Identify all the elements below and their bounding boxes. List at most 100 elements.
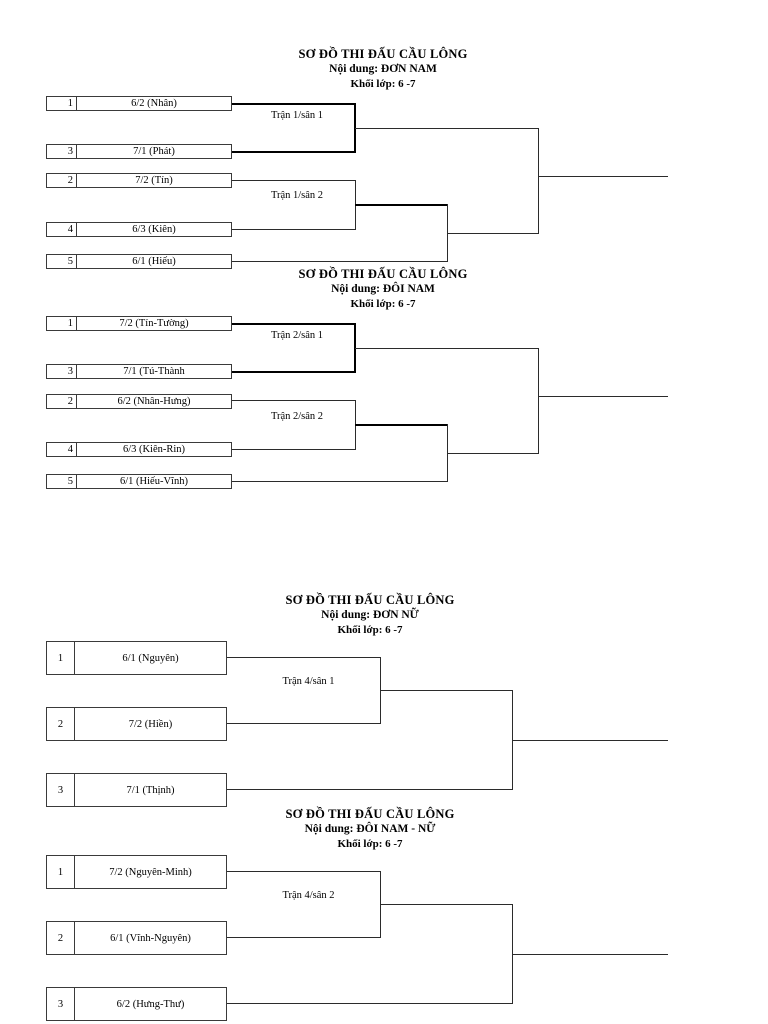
bracket-2-heading: SƠ ĐỒ THI ĐẤU CẦU LÔNG bbox=[298, 267, 468, 281]
bracket-1-grade: Khối lớp: 6 -7 bbox=[350, 78, 416, 91]
slot-seed: 3 bbox=[47, 365, 77, 378]
slot-b2-s2[interactable]: 3 7/1 (Tú-Thành bbox=[46, 364, 232, 379]
slot-seed: 1 bbox=[47, 856, 75, 888]
connector-b1-final-bottom bbox=[447, 233, 539, 234]
bracket-1-title-block: SƠ ĐỒ THI ĐẤU CẦU LÔNG Nội dung: ĐƠN NAM… bbox=[173, 46, 593, 91]
slot-name: 6/1 (Nguyên) bbox=[122, 652, 179, 664]
connector-b4-m1-top bbox=[227, 871, 381, 872]
bracket-2-event: Nội dung: ĐÔI NAM bbox=[331, 283, 435, 296]
slot-b4-s3[interactable]: 3 6/2 (Hưng-Thư) bbox=[46, 987, 227, 1021]
slot-name: 6/1 (Hiếu) bbox=[132, 256, 176, 267]
slot-seed: 2 bbox=[47, 708, 75, 740]
slot-name: 6/2 (Hưng-Thư) bbox=[116, 998, 185, 1010]
slot-name: 7/2 (Hiền) bbox=[128, 718, 173, 730]
connector-b4-m1-bottom bbox=[227, 937, 381, 938]
connector-b4-final-top bbox=[380, 904, 513, 905]
slot-b2-s4[interactable]: 4 6/3 (Kiên-Rin) bbox=[46, 442, 232, 457]
slot-b3-s1[interactable]: 1 6/1 (Nguyên) bbox=[46, 641, 227, 675]
bracket-4-event: Nội dung: ĐÔI NAM - NỮ bbox=[304, 823, 436, 836]
slot-name: 6/3 (Kiên) bbox=[132, 224, 176, 235]
connector-b1-m1-top bbox=[232, 103, 356, 105]
bracket-2-grade: Khối lớp: 6 -7 bbox=[350, 298, 416, 311]
slot-name: 7/1 (Phát) bbox=[133, 146, 175, 157]
slot-name: 7/2 (Nguyên-Minh) bbox=[109, 866, 192, 878]
slot-b1-s1[interactable]: 1 6/2 (Nhân) bbox=[46, 96, 232, 111]
connector-b2-champion-out bbox=[538, 396, 668, 397]
slot-seed: 3 bbox=[47, 988, 75, 1020]
slot-name: 7/2 (Tín) bbox=[135, 175, 173, 186]
slot-b1-s5[interactable]: 5 6/1 (Hiếu) bbox=[46, 254, 232, 269]
match-label-b3-m1: Trận 4/sân 1 bbox=[282, 676, 335, 687]
connector-b1-final-top bbox=[355, 128, 539, 129]
bracket-3-heading: SƠ ĐỒ THI ĐẤU CẦU LÔNG bbox=[285, 593, 455, 607]
slot-seed: 2 bbox=[47, 174, 77, 187]
slot-seed: 1 bbox=[47, 97, 77, 110]
connector-b2-final-top bbox=[355, 348, 539, 349]
slot-name: 6/3 (Kiên-Rin) bbox=[122, 444, 186, 455]
connector-b3-m1-bottom bbox=[227, 723, 381, 724]
bracket-4-heading: SƠ ĐỒ THI ĐẤU CẦU LÔNG bbox=[285, 807, 455, 821]
connector-b2-final-bottom bbox=[447, 453, 539, 454]
slot-b3-s2[interactable]: 2 7/2 (Hiền) bbox=[46, 707, 227, 741]
slot-b1-s4[interactable]: 4 6/3 (Kiên) bbox=[46, 222, 232, 237]
slot-name: 6/1 (Vĩnh-Nguyên) bbox=[110, 932, 191, 944]
connector-b2-m1-top bbox=[232, 323, 356, 325]
slot-seed: 5 bbox=[47, 255, 77, 268]
connector-b1-m2-top bbox=[232, 180, 356, 181]
slot-name: 7/1 (Thịnh) bbox=[126, 784, 175, 796]
connector-b2-m2-bottom bbox=[232, 449, 356, 450]
connector-b1-s5-out bbox=[232, 261, 448, 262]
connector-b2-s5-out bbox=[232, 481, 448, 482]
slot-b2-s1[interactable]: 1 7/2 (Tín-Tường) bbox=[46, 316, 232, 331]
bracket-3-title-block: SƠ ĐỒ THI ĐẤU CẦU LÔNG Nội dung: ĐƠN NỮ … bbox=[160, 592, 580, 637]
slot-b4-s2[interactable]: 2 6/1 (Vĩnh-Nguyên) bbox=[46, 921, 227, 955]
connector-b4-s3-out bbox=[227, 1003, 513, 1004]
match-label-b2-m2: Trận 2/sân 2 bbox=[270, 411, 324, 422]
match-label-b1-m2: Trận 1/sân 2 bbox=[270, 190, 324, 201]
connector-b1-m2-bottom bbox=[232, 229, 356, 230]
slot-seed: 4 bbox=[47, 223, 77, 236]
match-label-b4-m1: Trận 4/sân 2 bbox=[282, 890, 335, 901]
connector-b2-m1-bottom bbox=[232, 371, 356, 373]
slot-seed: 3 bbox=[47, 774, 75, 806]
connector-b4-champion-out bbox=[512, 954, 668, 955]
bracket-4-grade: Khối lớp: 6 -7 bbox=[337, 838, 403, 851]
match-label-b2-m1: Trận 2/sân 1 bbox=[270, 330, 324, 341]
connector-b2-sf-top bbox=[355, 424, 448, 426]
slot-name: 7/2 (Tín-Tường) bbox=[119, 318, 189, 329]
slot-name: 6/2 (Nhân) bbox=[131, 98, 177, 109]
bracket-3-event: Nội dung: ĐƠN NỮ bbox=[321, 609, 419, 622]
bracket-2-title-block: SƠ ĐỒ THI ĐẤU CẦU LÔNG Nội dung: ĐÔI NAM… bbox=[173, 266, 593, 311]
slot-name: 7/1 (Tú-Thành bbox=[123, 366, 185, 377]
slot-seed: 2 bbox=[47, 922, 75, 954]
slot-seed: 3 bbox=[47, 145, 77, 158]
bracket-4-title-block: SƠ ĐỒ THI ĐẤU CẦU LÔNG Nội dung: ĐÔI NAM… bbox=[160, 806, 580, 851]
match-label-b1-m1: Trận 1/sân 1 bbox=[270, 110, 324, 121]
bracket-1-heading: SƠ ĐỒ THI ĐẤU CẦU LÔNG bbox=[298, 47, 468, 61]
slot-seed: 1 bbox=[47, 642, 75, 674]
connector-b1-champion-out bbox=[538, 176, 668, 177]
bracket-3-grade: Khối lớp: 6 -7 bbox=[337, 624, 403, 637]
connector-b2-m2-top bbox=[232, 400, 356, 401]
slot-seed: 4 bbox=[47, 443, 77, 456]
slot-b2-s5[interactable]: 5 6/1 (Hiếu-Vĩnh) bbox=[46, 474, 232, 489]
slot-b3-s3[interactable]: 3 7/1 (Thịnh) bbox=[46, 773, 227, 807]
connector-b1-sf-top bbox=[355, 204, 448, 206]
connector-b1-m1-bottom bbox=[232, 151, 356, 153]
slot-name: 6/1 (Hiếu-Vĩnh) bbox=[120, 476, 188, 487]
slot-seed: 5 bbox=[47, 475, 77, 488]
bracket-1-event: Nội dung: ĐƠN NAM bbox=[329, 63, 437, 76]
slot-b1-s2[interactable]: 3 7/1 (Phát) bbox=[46, 144, 232, 159]
slot-b2-s3[interactable]: 2 6/2 (Nhân-Hưng) bbox=[46, 394, 232, 409]
connector-b3-final-top bbox=[380, 690, 513, 691]
connector-b1-final-join bbox=[538, 128, 539, 234]
slot-name: 6/2 (Nhân-Hưng) bbox=[117, 396, 191, 407]
connector-b3-m1-top bbox=[227, 657, 381, 658]
connector-b2-final-join bbox=[538, 348, 539, 454]
slot-b1-s3[interactable]: 2 7/2 (Tín) bbox=[46, 173, 232, 188]
slot-seed: 1 bbox=[47, 317, 77, 330]
connector-b3-s3-out bbox=[227, 789, 513, 790]
slot-seed: 2 bbox=[47, 395, 77, 408]
slot-b4-s1[interactable]: 1 7/2 (Nguyên-Minh) bbox=[46, 855, 227, 889]
